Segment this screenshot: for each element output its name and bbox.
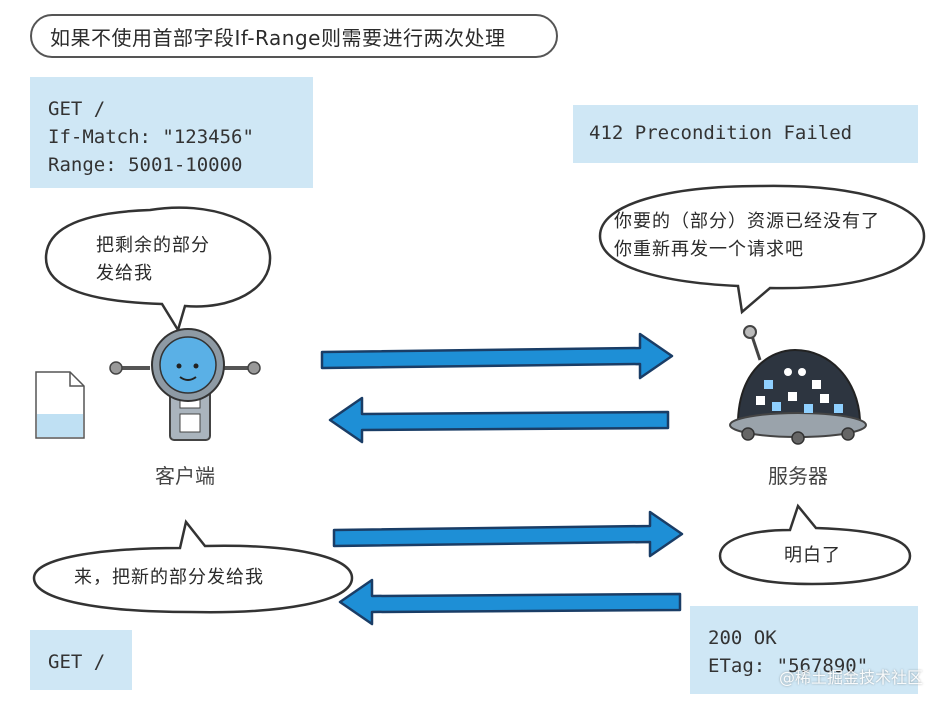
server-bubble-1-line-1: 你要的（部分）资源已经没有了 bbox=[614, 211, 880, 232]
request-1-line-2: If-Match: "123456" bbox=[48, 126, 254, 148]
response-2-line-1: 200 OK bbox=[708, 627, 777, 649]
response-2-box: 200 OK ETag: "567890" bbox=[690, 606, 918, 694]
arrow-request-2-right bbox=[332, 510, 684, 558]
request-1-line-3: Range: 5001-10000 bbox=[48, 154, 243, 176]
server-bubble-1-text: 你要的（部分）资源已经没有了 你重新再发一个请求吧 bbox=[614, 208, 880, 264]
request-1-box: GET / If-Match: "123456" Range: 5001-10000 bbox=[30, 77, 313, 188]
server-label: 服务器 bbox=[768, 464, 828, 488]
arrow-response-2-left bbox=[338, 578, 682, 626]
arrow-request-1-right bbox=[320, 332, 674, 380]
client-bubble-2-text: 来，把新的部分发给我 bbox=[74, 567, 264, 588]
client-speech-bubble-2 bbox=[32, 519, 354, 614]
response-2-line-2: ETag: "567890" bbox=[708, 655, 869, 677]
diagram-title: 如果不使用首部字段If-Range则需要进行两次处理 bbox=[30, 14, 558, 58]
watermark-text: @稀土掘金技术社区 bbox=[778, 668, 923, 687]
response-1-status: 412 Precondition Failed bbox=[589, 122, 853, 144]
client-label: 客户端 bbox=[155, 464, 215, 488]
client-robot-icon bbox=[109, 328, 261, 441]
response-1-box: 412 Precondition Failed bbox=[573, 105, 918, 163]
request-2-line-1: GET / bbox=[48, 651, 106, 673]
server-bubble-2-text: 明白了 bbox=[784, 545, 841, 566]
server-speech-bubble-1 bbox=[598, 184, 926, 315]
client-bubble-1-line-1: 把剩余的部分 bbox=[96, 235, 210, 256]
server-speech-bubble-2 bbox=[718, 503, 912, 586]
server-dome-icon bbox=[729, 325, 867, 445]
arrow-response-1-left bbox=[328, 396, 670, 444]
client-bubble-1-line-2: 发给我 bbox=[96, 263, 153, 284]
server-bubble-1-line-2: 你重新再发一个请求吧 bbox=[614, 239, 804, 260]
diagram-title-text: 如果不使用首部字段If-Range则需要进行两次处理 bbox=[50, 25, 506, 50]
document-icon bbox=[35, 371, 85, 439]
request-1-line-1: GET / bbox=[48, 98, 106, 120]
client-bubble-1-text: 把剩余的部分 发给我 bbox=[96, 232, 210, 288]
request-2-box: GET / bbox=[30, 630, 132, 690]
